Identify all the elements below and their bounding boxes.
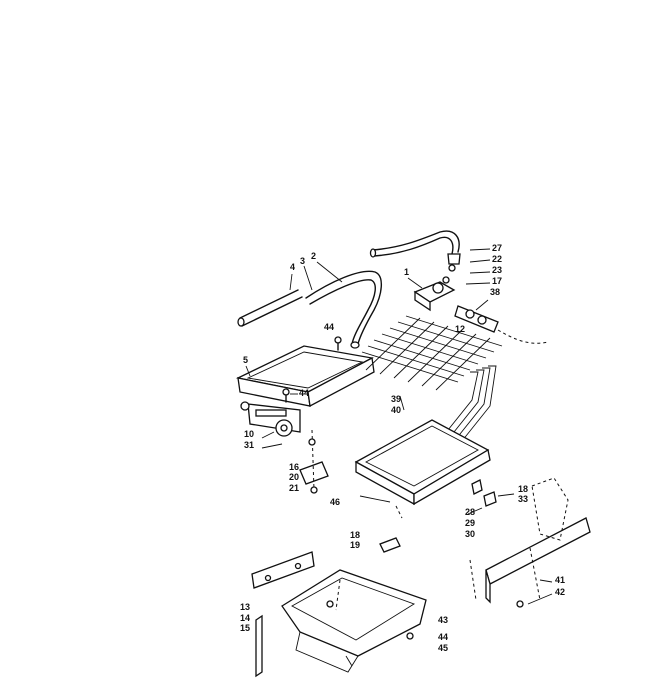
callout-16: 16 <box>289 462 299 472</box>
callout-38: 38 <box>490 287 500 297</box>
callout-27: 27 <box>492 243 502 253</box>
callout-14: 14 <box>240 613 250 623</box>
switch-bracket <box>299 429 329 494</box>
callout-44: 44 <box>324 322 334 332</box>
motor-housing <box>240 401 301 449</box>
callout-19: 19 <box>350 540 360 550</box>
bin-bracket <box>251 551 315 678</box>
lower-frame <box>354 419 491 519</box>
callout-10: 10 <box>244 429 254 439</box>
clip-assembly <box>467 479 515 515</box>
callout-13: 13 <box>240 602 250 612</box>
callout-12: 12 <box>455 324 465 334</box>
callout-41: 41 <box>555 575 565 585</box>
callout-18: 18 <box>518 484 528 494</box>
callout-28: 28 <box>465 507 475 517</box>
wire-grid <box>361 315 503 411</box>
callout-30: 30 <box>465 529 475 539</box>
callout-3: 3 <box>300 256 305 266</box>
callout-5: 5 <box>243 355 248 365</box>
callout-46: 46 <box>330 497 340 507</box>
callout-44: 44 <box>299 388 309 398</box>
callout-29: 29 <box>465 518 475 528</box>
side-bracket <box>469 477 591 608</box>
callout-4: 4 <box>290 262 295 272</box>
callout-44: 44 <box>438 632 448 642</box>
drain-hose <box>303 261 382 349</box>
callout-2: 2 <box>311 251 316 261</box>
callout-40: 40 <box>391 405 401 415</box>
callout-18: 18 <box>350 530 360 540</box>
callout-17: 17 <box>492 276 502 286</box>
callout-39: 39 <box>391 394 401 404</box>
callout-20: 20 <box>289 472 299 482</box>
callout-33: 33 <box>518 494 528 504</box>
callout-1: 1 <box>404 267 409 277</box>
callout-15: 15 <box>240 623 250 633</box>
callout-43: 43 <box>438 615 448 625</box>
callout-31: 31 <box>244 440 254 450</box>
callout-22: 22 <box>492 254 502 264</box>
top-hose <box>369 230 491 265</box>
callout-23: 23 <box>492 265 502 275</box>
small-clip <box>379 537 401 553</box>
ice-bin <box>281 569 427 673</box>
water-valve-assembly <box>407 259 549 344</box>
short-tube <box>237 273 303 327</box>
screw-side <box>282 388 298 403</box>
screw-top <box>334 336 342 351</box>
callout-42: 42 <box>555 587 565 597</box>
ice-tray <box>235 345 375 408</box>
callout-45: 45 <box>438 643 448 653</box>
callout-21: 21 <box>289 483 299 493</box>
